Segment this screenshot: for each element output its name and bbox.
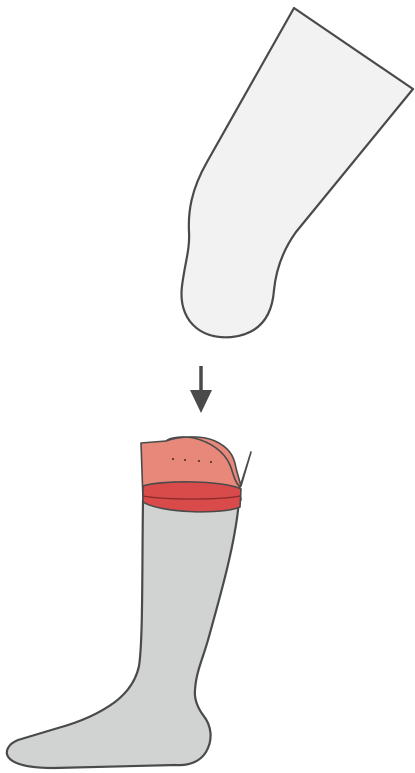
liner-band (143, 482, 241, 512)
stitch-dot (210, 461, 212, 463)
down-arrow-icon (190, 366, 212, 413)
stitch-dot (198, 460, 200, 462)
residual-limb (181, 8, 413, 337)
residual-limb-shape (181, 8, 413, 337)
stitch-dot (184, 459, 186, 461)
stitch-dot (172, 458, 174, 460)
arrow-head (190, 390, 212, 413)
socket-liner (141, 437, 251, 512)
